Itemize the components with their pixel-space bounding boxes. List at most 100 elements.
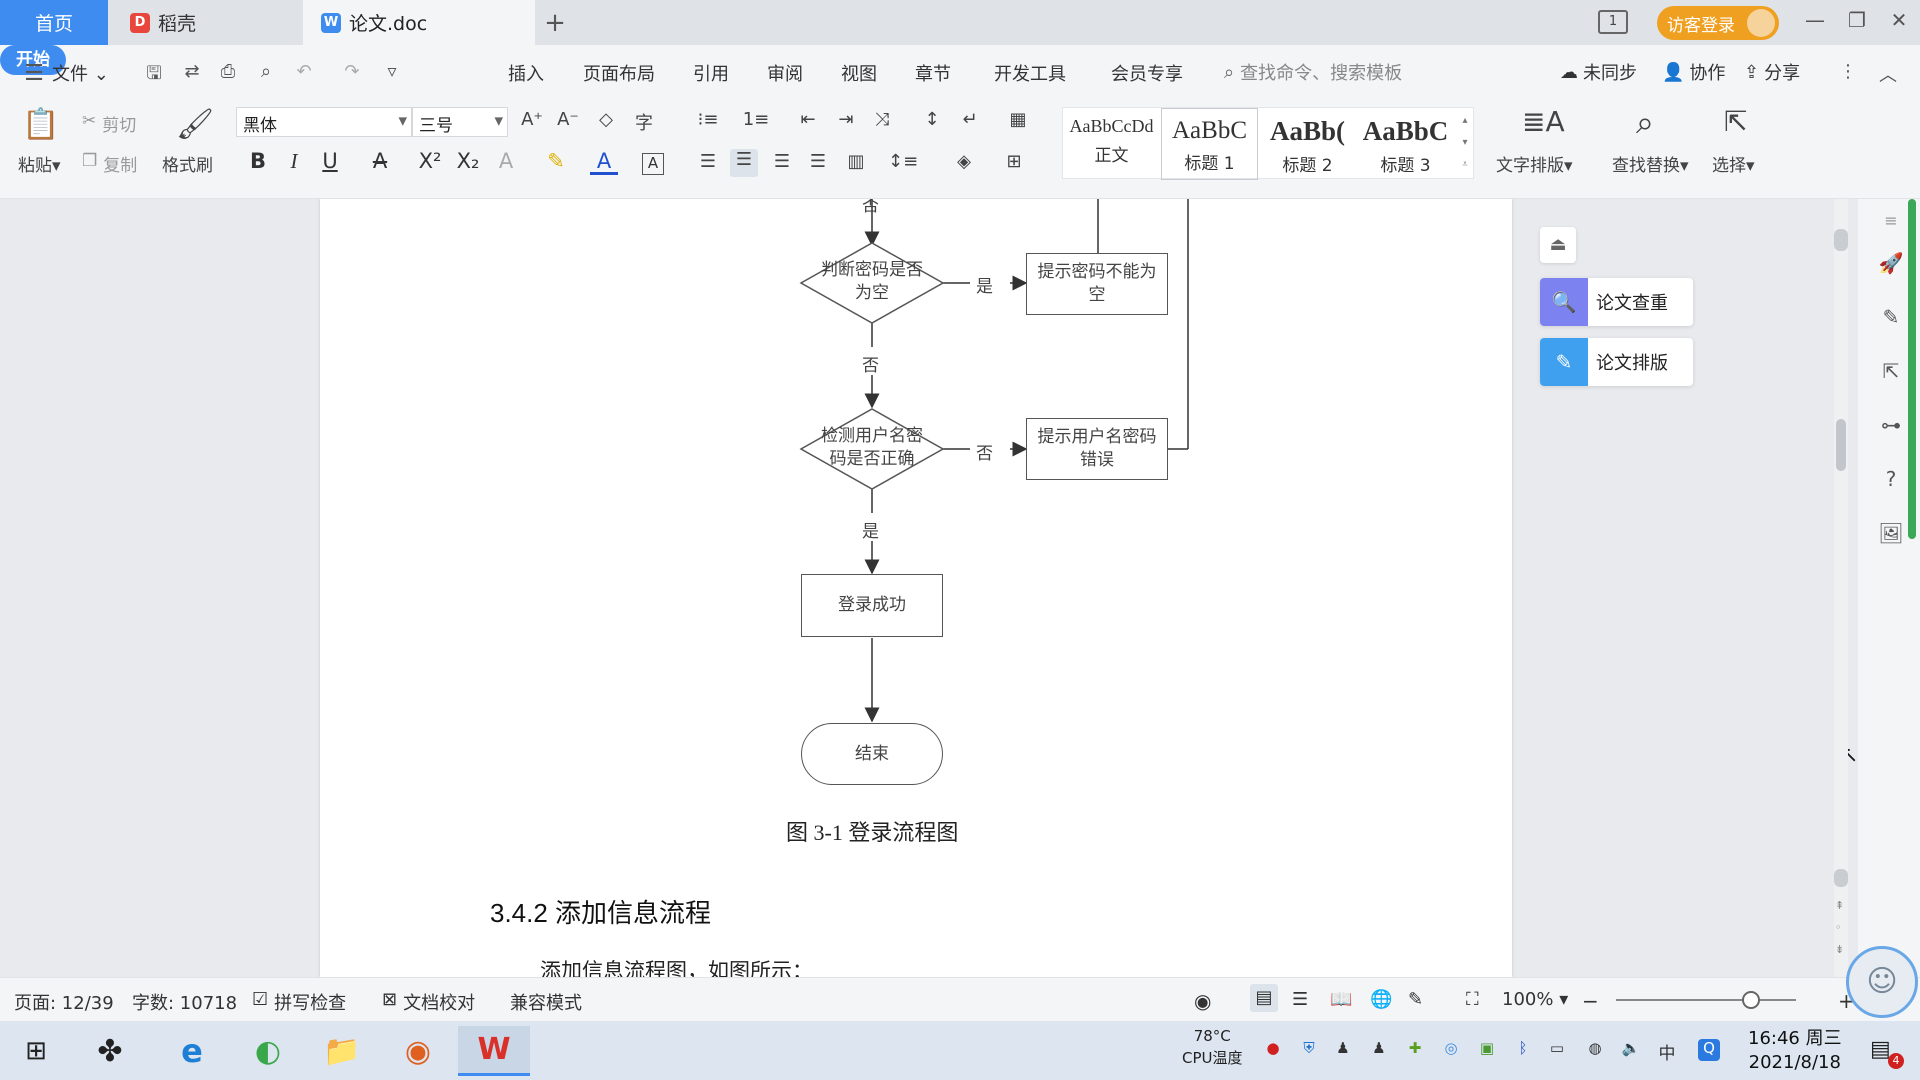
tab-document[interactable]: W 论文.doc: [303, 0, 535, 45]
fan-app-icon[interactable]: ✤: [97, 1033, 123, 1069]
text-effect-button[interactable]: A: [498, 149, 514, 173]
command-search[interactable]: ⌕ 查找命令、搜索模板: [1224, 59, 1402, 85]
font-size-select[interactable]: 三号▾: [412, 107, 508, 137]
font-color-button[interactable]: A: [590, 149, 618, 175]
plus-app-icon[interactable]: ✚: [1408, 1039, 1422, 1057]
outline-view-icon[interactable]: ☰: [1292, 989, 1309, 1010]
menu-page-layout[interactable]: 页面布局: [583, 64, 655, 85]
style-heading-2[interactable]: AaBb(标题 2: [1259, 108, 1356, 180]
panel-collapse-icon[interactable]: ⏏: [1540, 227, 1576, 263]
align-right-icon[interactable]: ☰: [773, 151, 791, 172]
superscript-button[interactable]: X²: [418, 149, 442, 173]
format-painter-icon[interactable]: 🖌: [176, 107, 215, 142]
select-button[interactable]: 选择▾: [1712, 156, 1755, 176]
copy-button[interactable]: ❐复制: [82, 151, 137, 176]
sync-app-icon[interactable]: ◎: [1444, 1039, 1458, 1057]
search-app-icon[interactable]: Q: [1698, 1039, 1720, 1061]
zoom-slider[interactable]: [1616, 991, 1796, 1009]
table-layout-icon[interactable]: ▦: [1009, 109, 1027, 130]
network-icon[interactable]: ◍: [1588, 1039, 1602, 1057]
menu-references[interactable]: 引用: [693, 64, 729, 85]
cut-button[interactable]: ✂剪切: [82, 111, 136, 136]
menu-developer[interactable]: 开发工具: [994, 64, 1066, 85]
quick-access-dropdown-icon[interactable]: ▿: [387, 61, 397, 82]
plagiarism-check-button[interactable]: 🔍 论文查重: [1540, 278, 1693, 326]
paper-layout-button[interactable]: ✎ 论文排版: [1540, 338, 1693, 386]
document-page[interactable]: 否 判断密码是否为空 是 提示密码不能为空 否 检测用户名密码是否正确 否 提示…: [320, 199, 1512, 977]
ie-browser-icon[interactable]: e: [181, 1032, 203, 1070]
volume-icon[interactable]: 🔈: [1621, 1039, 1641, 1057]
print-icon[interactable]: ⎙: [220, 61, 236, 82]
file-menu[interactable]: 文件 ⌄: [52, 64, 109, 85]
collapse-ribbon-icon[interactable]: ︿: [1879, 65, 1897, 86]
text-layout-icon[interactable]: ≣A: [1522, 105, 1565, 138]
write-mode-icon[interactable]: ✎: [1408, 989, 1424, 1010]
pointer-icon[interactable]: ⇱: [1882, 359, 1900, 383]
bullet-list-icon[interactable]: ⁝≡: [697, 109, 719, 130]
reading-view-icon[interactable]: 📖: [1330, 989, 1353, 1010]
grow-font-icon[interactable]: A⁺: [521, 109, 543, 130]
wps-taskbar-icon[interactable]: W: [458, 1026, 530, 1076]
tab-daoke[interactable]: D 稻壳: [108, 0, 303, 45]
char-border-button[interactable]: A: [642, 153, 664, 175]
strikethrough-button[interactable]: A: [372, 149, 388, 173]
shrink-font-icon[interactable]: A⁻: [557, 109, 579, 130]
window-count-button[interactable]: 1: [1598, 10, 1628, 34]
cpu-temp-widget[interactable]: 78°C CPU温度: [1182, 1025, 1243, 1069]
zoom-out-button[interactable]: −: [1582, 989, 1599, 1013]
guest-login-button[interactable]: 访客登录: [1657, 6, 1779, 40]
underline-button[interactable]: U: [322, 149, 338, 173]
tab-home[interactable]: 首页: [0, 0, 108, 45]
phonetic-guide-icon[interactable]: 字: [635, 113, 653, 134]
page-nav-icons[interactable]: ⇞◦⇟: [1835, 899, 1845, 956]
text-layout-button[interactable]: 文字排版▾: [1496, 156, 1573, 176]
close-button[interactable]: ✕: [1890, 8, 1908, 32]
share-button[interactable]: ⇪分享: [1744, 59, 1800, 85]
share-file-icon[interactable]: ⇄: [184, 61, 200, 82]
menu-view[interactable]: 视图: [841, 64, 877, 85]
bold-button[interactable]: B: [249, 149, 266, 173]
clock[interactable]: 16:46 周三 2021/8/18: [1748, 1027, 1842, 1075]
justify-icon[interactable]: ☰: [809, 151, 827, 172]
shield-icon[interactable]: ⛨: [1303, 1039, 1315, 1057]
game-app-icon[interactable]: ◉: [404, 1033, 432, 1069]
scrollbar-thumb[interactable]: [1836, 419, 1846, 471]
page-view-icon[interactable]: ▤: [1250, 984, 1278, 1012]
paste-icon[interactable]: 📋: [22, 107, 60, 142]
line-spacing-icon[interactable]: ↕≡: [888, 151, 919, 172]
side-menu-icon[interactable]: ≡: [1884, 211, 1898, 230]
cursor-select-icon[interactable]: ⇱: [1724, 105, 1748, 138]
more-icon[interactable]: ⋮: [1839, 61, 1857, 82]
fit-page-icon[interactable]: ⛶: [1466, 989, 1479, 1010]
spell-check-button[interactable]: ☑拼写检查: [252, 989, 346, 1015]
word-count[interactable]: 字数: 10718: [132, 993, 238, 1014]
bluetooth-icon[interactable]: ᛒ: [1518, 1039, 1528, 1057]
eye-protect-icon[interactable]: ◉: [1194, 989, 1212, 1013]
borders-icon[interactable]: ⊞: [1006, 151, 1022, 172]
menu-member[interactable]: 会员专享: [1111, 64, 1183, 85]
chinese-layout-icon[interactable]: ⤨: [874, 109, 890, 130]
page-indicator[interactable]: 页面: 12/39: [14, 993, 114, 1014]
collab-button[interactable]: 👤协作: [1662, 59, 1725, 85]
print-preview-icon[interactable]: ⌕: [260, 61, 272, 82]
find-icon[interactable]: ⌕: [1636, 103, 1654, 141]
distribute-icon[interactable]: ▥: [847, 151, 865, 172]
font-family-select[interactable]: 黑体▾: [236, 107, 412, 137]
show-marks-icon[interactable]: ↵: [962, 109, 978, 130]
increase-indent-icon[interactable]: ⇥: [838, 109, 854, 130]
restore-button[interactable]: ❐: [1848, 8, 1866, 32]
align-center-icon[interactable]: ☰: [730, 149, 758, 177]
nvidia-icon[interactable]: ▣: [1479, 1039, 1495, 1057]
green-browser-icon[interactable]: ◐: [254, 1033, 282, 1069]
new-tab-button[interactable]: +: [544, 7, 566, 38]
undo-icon[interactable]: ↶: [296, 61, 312, 82]
zoom-level[interactable]: 100% ▾: [1502, 989, 1569, 1010]
menu-insert[interactable]: 插入: [508, 64, 544, 85]
image-tool-icon[interactable]: 🖼: [1878, 521, 1904, 545]
menu-start[interactable]: 开始: [0, 45, 66, 75]
paste-button[interactable]: 粘贴▾: [18, 156, 61, 176]
hamburger-icon[interactable]: ☰: [24, 61, 44, 86]
